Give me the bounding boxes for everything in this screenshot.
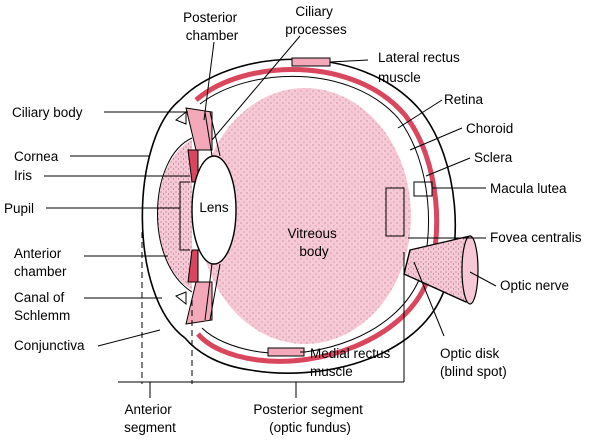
anterior-chamber-stipple bbox=[157, 140, 192, 290]
label-medial-rectus-muscle: Medial rectus muscle bbox=[310, 346, 394, 379]
label-lateral-rectus-muscle: Lateral rectus muscle bbox=[378, 50, 464, 85]
iris-lower bbox=[187, 249, 199, 283]
label-ciliary-processes: Ciliary processes bbox=[285, 4, 347, 37]
pupil-bracket bbox=[179, 181, 190, 251]
canal-of-schlemm-mark-lower bbox=[175, 291, 187, 306]
fovea-box bbox=[385, 187, 405, 237]
label-optic-disk: Optic disk (blind spot) bbox=[440, 346, 507, 379]
leader-optic-nerve bbox=[469, 271, 497, 287]
label-anterior-chamber: Anterior chamber bbox=[14, 246, 67, 279]
label-posterior-segment: Posterior segment (optic fundus) bbox=[253, 402, 366, 435]
zonule-upper-b bbox=[209, 111, 221, 157]
label-retina: Retina bbox=[444, 92, 484, 107]
label-macula-lutea: Macula lutea bbox=[490, 181, 567, 196]
label-conjunctiva: Conjunctiva bbox=[14, 338, 85, 353]
label-choroid: Choroid bbox=[466, 121, 513, 136]
optic-nerve-end bbox=[461, 235, 479, 305]
labels: Posterior chamber Ciliary processes Late… bbox=[4, 4, 582, 435]
leader-ciliary-processes bbox=[211, 35, 301, 141]
leader-lateral-rectus bbox=[329, 59, 369, 63]
label-ciliary-body: Ciliary body bbox=[12, 105, 83, 120]
label-iris: Iris bbox=[14, 168, 32, 183]
label-canal-of-schlemm: Canal of Schlemm bbox=[14, 290, 70, 323]
lateral-rectus-muscle-shape bbox=[291, 57, 331, 67]
leader-lines bbox=[44, 35, 497, 353]
canal-of-schlemm-mark-upper bbox=[175, 110, 187, 125]
leader-choroid bbox=[409, 127, 463, 151]
leader-sclera bbox=[425, 157, 471, 177]
ciliary-body-upper bbox=[185, 107, 213, 151]
segment-guides bbox=[118, 232, 405, 398]
cornea-inner bbox=[157, 137, 193, 293]
label-anterior-segment: Anterior segment bbox=[124, 402, 176, 435]
label-lens: Lens bbox=[199, 200, 229, 215]
label-optic-nerve: Optic nerve bbox=[500, 278, 569, 293]
label-fovea-centralis: Fovea centralis bbox=[490, 230, 582, 245]
leader-posterior-chamber bbox=[203, 41, 215, 121]
leader-optic-disk bbox=[413, 261, 445, 337]
optic-nerve-stipple bbox=[404, 236, 476, 302]
leader-retina bbox=[397, 99, 443, 129]
leader-conjunctiva bbox=[97, 329, 161, 347]
zonule-upper-a bbox=[204, 111, 213, 157]
label-pupil: Pupil bbox=[4, 201, 34, 216]
vitreous-stipple bbox=[199, 88, 411, 344]
label-posterior-chamber: Posterior chamber bbox=[183, 10, 241, 43]
cornea-outline bbox=[141, 99, 186, 339]
eyeball bbox=[141, 57, 479, 374]
zonule-lower-a bbox=[204, 263, 213, 321]
label-vitreous-body: Vitreous body bbox=[287, 226, 340, 259]
medial-rectus-muscle-shape bbox=[267, 347, 305, 357]
label-sclera: Sclera bbox=[474, 150, 513, 165]
macula-lutea-box bbox=[413, 181, 433, 197]
zonule-lower-b bbox=[209, 263, 221, 321]
lens-shape bbox=[191, 155, 237, 265]
label-cornea: Cornea bbox=[14, 149, 59, 164]
